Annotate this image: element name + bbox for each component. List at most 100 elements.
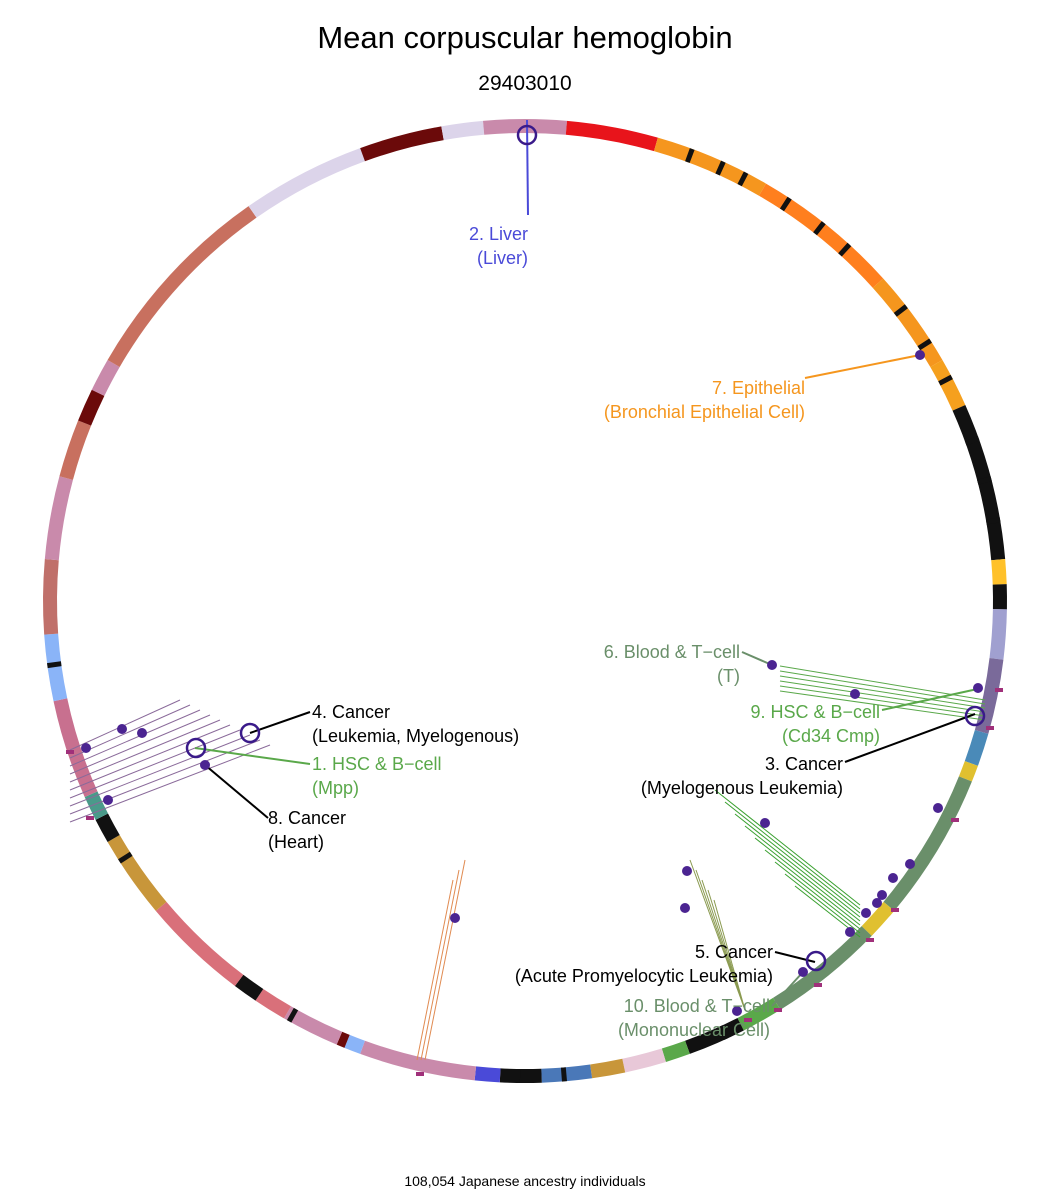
ring-segment <box>107 206 257 367</box>
label-4-cancer: 4. Cancer(Leukemia, Myelogenous) <box>312 700 519 748</box>
highlight-circle <box>805 950 827 972</box>
ring-segment <box>482 119 525 135</box>
ring-segment <box>336 1031 350 1048</box>
ring-segment <box>964 729 989 766</box>
ring-segment <box>84 791 109 820</box>
dendrogram-branch <box>774 861 861 930</box>
label-3-line1: 3. Cancer <box>764 754 843 774</box>
ring-segment <box>622 1048 666 1073</box>
ring-segment <box>991 558 1007 585</box>
label-7-line2: (Bronchial Epithelial Cell) <box>603 402 805 422</box>
significance-tick <box>986 726 994 730</box>
chart-subtitle: 29403010 <box>478 72 572 95</box>
connector-epithelial <box>804 354 921 379</box>
label-9-hsc-b-cell: 9. HSC & B−cell(Cd34 Cmp) <box>700 700 880 748</box>
dendrogram-branch <box>779 675 986 709</box>
data-point <box>680 903 690 913</box>
connector-blood-10 <box>771 971 804 1007</box>
ring-segment <box>565 120 658 152</box>
label-6-line2: (T) <box>717 666 740 686</box>
highlight-circle <box>964 705 986 727</box>
ring-segment <box>718 1025 729 1040</box>
data-point <box>888 873 898 883</box>
connector-cancer-5 <box>774 951 816 963</box>
ring-segment <box>78 389 105 426</box>
ring-segment <box>653 137 766 196</box>
ring-segment <box>737 997 781 1031</box>
data-point <box>81 743 91 753</box>
label-6-blood-t-cell: 6. Blood & T−cell (T) <box>560 640 740 688</box>
significance-tick <box>744 1018 752 1022</box>
ring-segment <box>759 183 884 288</box>
ring-segment <box>118 851 133 864</box>
dendrogram-branch <box>69 714 211 775</box>
sample-size-caption: 108,054 Japanese ancestry individuals <box>404 1173 646 1189</box>
label-9-line1: 9. HSC & B−cell <box>750 702 880 722</box>
chart-title: Mean corpuscular hemoglobin <box>317 20 733 55</box>
ring-segment <box>541 1064 593 1083</box>
dendrogram-branch <box>69 724 231 791</box>
ring-segment <box>661 1040 690 1062</box>
dendrogram-branch <box>779 690 986 721</box>
label-8-cancer: 8. Cancer(Heart) <box>268 806 346 854</box>
ring-segment <box>360 126 444 162</box>
ring-segment <box>44 476 73 561</box>
dendrogram-branch <box>714 789 861 906</box>
dendrogram-branch <box>69 744 271 823</box>
label-1-line2: (Mpp) <box>312 778 360 798</box>
ring-segment <box>44 633 68 702</box>
data-point <box>845 927 855 937</box>
connector-hsc-1 <box>194 747 311 765</box>
ring-segment <box>560 1067 568 1082</box>
significance-tick <box>416 1072 424 1076</box>
ring-segment <box>958 761 978 782</box>
ring-segment <box>95 813 120 842</box>
ring-segment <box>47 661 62 669</box>
label-2-line1: 2. Liver <box>468 224 528 244</box>
label-10-blood-t-cell: 10. Blood & T−cell (Mononuclear Cell) <box>560 994 770 1042</box>
dendrogram-branch <box>416 879 454 1061</box>
ring-segment <box>155 901 244 986</box>
ring-segment <box>286 1007 299 1023</box>
label-3-line2: (Myelogenous Leukemia) <box>640 778 843 798</box>
label-10-line1: 10. Blood & T−cell <box>623 996 770 1016</box>
dendrogram-branch <box>724 801 861 910</box>
ring-segment <box>344 1034 365 1054</box>
dendrogram-branch <box>784 873 861 934</box>
ring-segment <box>737 171 749 187</box>
ring-segment <box>441 120 485 141</box>
ring-segment <box>985 517 1001 525</box>
ring-segment <box>989 609 1007 660</box>
ring-segment <box>813 221 826 236</box>
ring-segment <box>779 196 792 212</box>
ring-segment <box>917 338 932 351</box>
data-point <box>850 689 860 699</box>
ring-segment <box>255 988 291 1019</box>
highlight-circle <box>185 737 207 759</box>
significance-tick <box>774 1008 782 1012</box>
connector-cancer-3 <box>844 713 976 763</box>
label-4-line1: 4. Cancer <box>312 702 391 722</box>
ring-segment <box>685 1017 744 1054</box>
data-point <box>872 898 882 908</box>
data-point <box>877 890 887 900</box>
connector-cancer-8 <box>204 764 269 819</box>
label-8-line1: 8. Cancer <box>268 808 347 828</box>
significance-tick <box>995 688 1003 692</box>
label-6-line1: 6. Blood & T−cell <box>603 642 740 662</box>
significance-tick <box>66 750 74 754</box>
ring-segment <box>838 242 852 257</box>
data-point <box>933 803 943 813</box>
ring-segment <box>938 374 953 386</box>
ring-segment <box>590 1058 626 1079</box>
ring-segment <box>992 584 1008 610</box>
ring-segment <box>715 160 726 176</box>
label-10-line2: (Mononuclear Cell) <box>617 1020 770 1040</box>
dendrogram-branch <box>69 734 251 807</box>
significance-tick <box>814 983 822 987</box>
data-point <box>767 660 777 670</box>
ring-segment <box>974 658 1004 734</box>
data-point <box>450 913 460 923</box>
ring-segment <box>861 901 895 936</box>
connector-blood-6 <box>741 651 773 666</box>
